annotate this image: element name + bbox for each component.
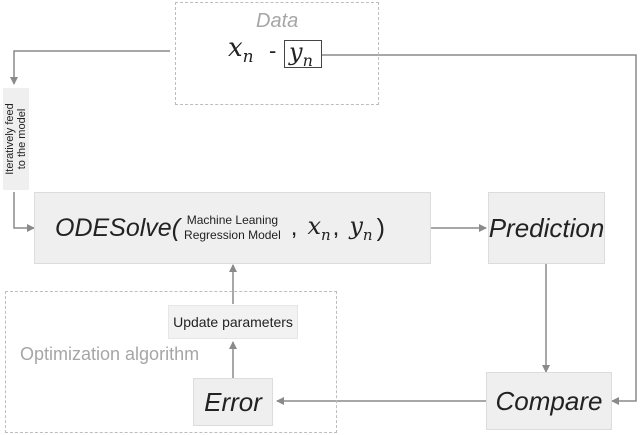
odesolve-x-variable: xn <box>307 212 331 244</box>
odesolve-y-variable: yn <box>349 212 373 244</box>
error-box: Error <box>193 378 273 426</box>
comma-2: , <box>332 214 340 241</box>
data-x-variable: xn <box>228 33 254 68</box>
optimization-region <box>5 291 337 433</box>
update-parameters-box: Update parameters <box>168 305 298 339</box>
data-title: Data <box>256 10 299 32</box>
data-y-variable: yn <box>284 40 322 70</box>
model-label-line1: Machine Leaning <box>186 213 279 227</box>
model-label: Machine Leaning Regression Model <box>184 213 281 243</box>
model-label-line2: Regression Model <box>184 228 281 242</box>
data-dash: - <box>269 38 277 63</box>
odesolve-function: ODESolve( <box>55 213 181 242</box>
data-region <box>175 2 379 105</box>
prediction-box: Prediction <box>488 192 605 264</box>
feed-label: Iteratively feed to the model <box>3 88 29 190</box>
feed-label-line2: to the model <box>16 108 28 170</box>
yn-to-compare-arrow <box>322 54 637 405</box>
feed-arrow <box>10 50 170 85</box>
feed-arrow-lower <box>13 192 35 232</box>
odesolve-box: ODESolve( Machine Leaning Regression Mod… <box>34 192 431 264</box>
compare-box: Compare <box>486 372 612 430</box>
comma-1: , <box>290 214 298 241</box>
optimization-label: Optimization algorithm <box>20 344 200 364</box>
odesolve-close-paren: ) <box>376 213 385 242</box>
feed-label-line1: Iteratively feed <box>4 103 16 175</box>
